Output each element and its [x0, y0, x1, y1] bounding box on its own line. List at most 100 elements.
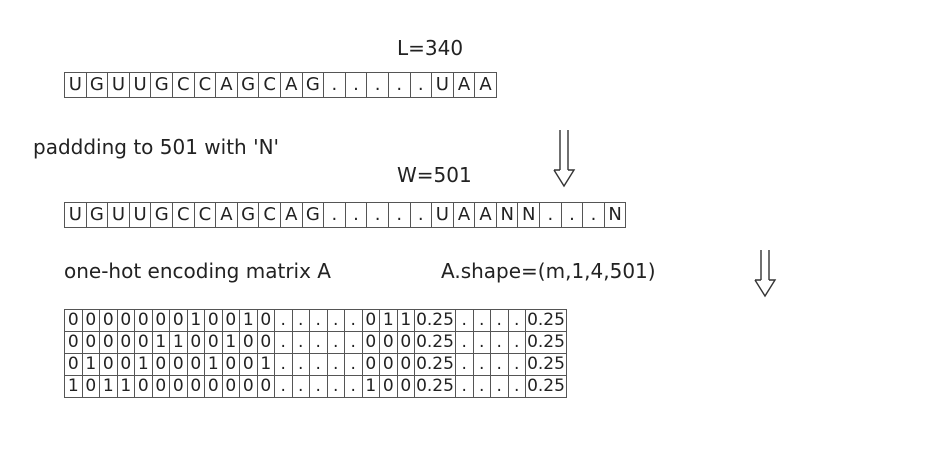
sequence-cell: G — [86, 202, 109, 228]
matrix-cell: . — [472, 309, 491, 332]
sequence-cell: A — [216, 72, 238, 98]
matrix-cell: . — [455, 353, 474, 376]
matrix-cell: . — [455, 309, 474, 332]
matrix-cell: 0 — [379, 353, 398, 376]
matrix-cell: 0.25 — [414, 375, 456, 398]
matrix-cell: 1 — [151, 331, 170, 354]
matrix-cell: . — [344, 309, 363, 332]
matrix-cell: 0 — [396, 331, 415, 354]
matrix-cell: . — [490, 353, 509, 376]
matrix-cell: . — [309, 353, 328, 376]
matrix-cell: . — [455, 331, 474, 354]
matrix-cell: 0 — [256, 375, 275, 398]
sequence-cell: G — [237, 72, 260, 98]
sequence-cell: A — [453, 72, 476, 98]
sequence-cell: G — [86, 72, 109, 98]
sequence-cell: . — [367, 72, 389, 98]
matrix-cell: 0 — [151, 353, 170, 376]
matrix-cell: 1 — [256, 353, 275, 376]
matrix-cell: . — [326, 375, 345, 398]
sequence-cell: U — [129, 72, 152, 98]
sequence-cell: . — [410, 72, 433, 98]
matrix-cell: 0 — [169, 375, 188, 398]
matrix-cell: 0 — [64, 331, 83, 354]
sequence-cell: G — [302, 72, 325, 98]
down-arrow-icon — [754, 250, 777, 298]
matrix-cell: 0.25 — [525, 353, 567, 376]
matrix-cell: 1 — [204, 353, 223, 376]
matrix-cell: . — [309, 309, 328, 332]
matrix-cell: 1 — [379, 309, 398, 332]
sequence-cell: G — [151, 202, 173, 228]
matrix-cell: . — [291, 331, 310, 354]
shape-label: A.shape=(m,1,4,501) — [441, 259, 656, 283]
matrix-cell: 0.25 — [414, 353, 456, 376]
sequence-cell: U — [432, 72, 454, 98]
sequence-cell: G — [151, 72, 173, 98]
matrix-cell: 1 — [134, 353, 153, 376]
matrix-cell: . — [507, 375, 526, 398]
matrix-cell: . — [344, 331, 363, 354]
matrix-cell: 0 — [81, 309, 100, 332]
matrix-cell: 0 — [379, 375, 398, 398]
matrix-cell: 0 — [239, 353, 258, 376]
matrix-cell: 0 — [361, 331, 380, 354]
matrix-cell: 0 — [116, 353, 135, 376]
matrix-cell: 0.25 — [414, 309, 456, 332]
matrix-cell: 0 — [186, 353, 205, 376]
sequence-cell: N — [518, 202, 541, 228]
sequence-cell: U — [108, 72, 130, 98]
matrix-cell: 0 — [379, 331, 398, 354]
matrix-cell: . — [274, 309, 293, 332]
matrix-cell: 0 — [134, 331, 153, 354]
matrix-cell: . — [274, 375, 293, 398]
sequence-cell: A — [453, 202, 476, 228]
sequence-cell: . — [561, 202, 584, 228]
matrix-cell: 0 — [361, 309, 380, 332]
sequence-cell: . — [345, 72, 368, 98]
matrix-cell: . — [291, 353, 310, 376]
matrix-cell: 0 — [221, 375, 240, 398]
matrix-cell: 0 — [116, 331, 135, 354]
matrix-cell: 1 — [239, 309, 258, 332]
matrix-cell: . — [472, 353, 491, 376]
matrix-cell: 1 — [81, 353, 100, 376]
matrix-cell: 0 — [64, 353, 83, 376]
matrix-cell: 0 — [186, 375, 205, 398]
sequence-cell: . — [367, 202, 389, 228]
matrix-cell: 0 — [169, 353, 188, 376]
matrix-cell: 0 — [81, 375, 100, 398]
matrix-cell: . — [472, 331, 491, 354]
matrix-cell: 0 — [239, 375, 258, 398]
sequence-cell: . — [410, 202, 433, 228]
matrix-cell: . — [472, 375, 491, 398]
matrix-cell: . — [344, 375, 363, 398]
matrix-cell: 0 — [151, 375, 170, 398]
sequence-cell: . — [388, 72, 411, 98]
padding-label: paddding to 501 with 'N' — [33, 135, 280, 159]
sequence-cell: U — [65, 202, 87, 228]
sequence-cell: A — [280, 202, 303, 228]
matrix-cell: 1 — [116, 375, 135, 398]
matrix-cell: 0 — [221, 353, 240, 376]
matrix-cell: 0.25 — [414, 331, 456, 354]
matrix-cell: 0 — [151, 309, 170, 332]
sequence-cell: U — [65, 72, 87, 98]
matrix-cell: . — [490, 309, 509, 332]
matrix-cell: 1 — [99, 375, 118, 398]
sequence-cell: A — [280, 72, 303, 98]
matrix-cell: . — [507, 331, 526, 354]
matrix-cell: 0 — [204, 331, 223, 354]
matrix-cell: 0 — [396, 375, 415, 398]
sequence-cell: N — [496, 202, 519, 228]
encoding-label: one-hot encoding matrix A — [64, 259, 331, 283]
matrix-cell: 1 — [64, 375, 83, 398]
matrix-cell: . — [309, 331, 328, 354]
down-arrow-icon — [553, 130, 576, 188]
